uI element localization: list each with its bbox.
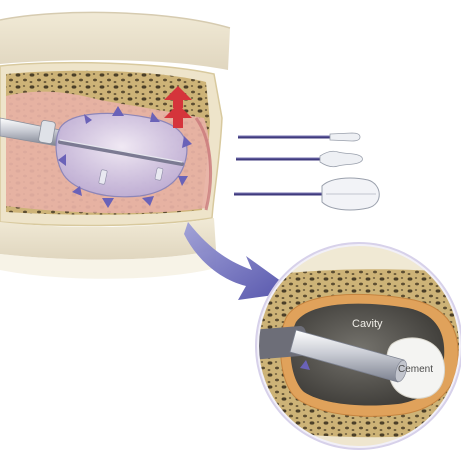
magnified-inset: Cavity Cement: [250, 240, 461, 459]
cement-label: Cement: [398, 364, 433, 375]
probe-stage-inflated: [234, 178, 379, 210]
cavity-label: Cavity: [352, 318, 383, 330]
probe-stage-partial: [236, 151, 363, 167]
probe-stage-deflated: [238, 133, 360, 141]
upper-disc: [0, 12, 230, 70]
